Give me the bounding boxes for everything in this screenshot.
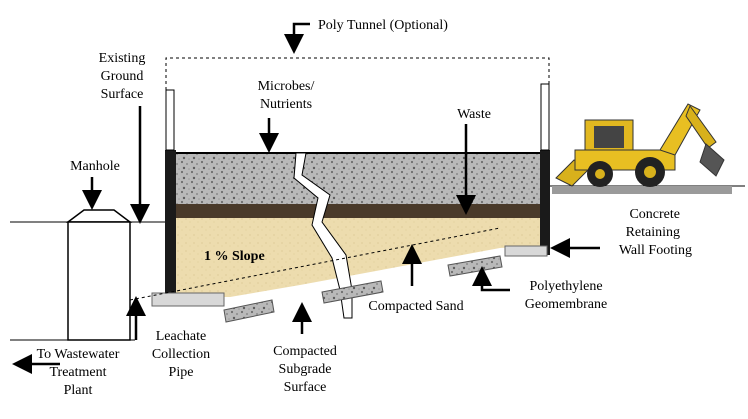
label-existing-ground-1: Existing: [99, 51, 146, 66]
label-poly-tunnel: Poly Tunnel (Optional): [318, 18, 448, 33]
right-retaining-wall: [540, 150, 550, 255]
label-concrete-wall-3: Wall Footing: [619, 243, 692, 258]
label-subgrade-3: Surface: [284, 380, 327, 395]
annotation-arrows: [12, 22, 600, 374]
label-wastewater-1: To Wastewater: [37, 347, 120, 362]
label-leachate-2: Collection: [152, 347, 210, 362]
label-microbes-1: Microbes/: [258, 79, 315, 94]
label-waste: Waste: [457, 107, 491, 122]
right-concrete-footing: [504, 245, 548, 257]
label-leachate-3: Pipe: [169, 365, 194, 380]
label-subgrade-1: Compacted: [273, 344, 337, 359]
label-microbes-2: Nutrients: [260, 97, 312, 112]
left-retaining-wall: [165, 150, 176, 300]
right-wall-post: [540, 83, 550, 151]
geomembrane-piece: [321, 280, 384, 304]
geomembrane-piece: [223, 299, 275, 323]
crack-path: [293, 152, 353, 319]
label-existing-ground-2: Ground: [101, 69, 144, 84]
left-concrete-footing: [151, 292, 225, 307]
label-compacted-sand: Compacted Sand: [368, 299, 463, 314]
geomembrane-piece: [447, 255, 503, 277]
manhole-icon: [65, 209, 133, 341]
label-concrete-wall-1: Concrete: [629, 207, 680, 222]
label-wastewater-3: Plant: [64, 383, 93, 398]
label-slope: 1 % Slope: [204, 249, 265, 264]
label-subgrade-2: Subgrade: [279, 362, 332, 377]
waste-layer: [176, 153, 540, 204]
dark-band-layer: [176, 204, 540, 218]
poly-tunnel-outline: [165, 57, 550, 120]
left-wall-post: [165, 89, 175, 151]
label-leachate-1: Leachate: [156, 329, 207, 344]
label-polyethylene-1: Polyethylene: [529, 279, 602, 294]
backhoe-loader-icon: [552, 103, 732, 194]
label-concrete-wall-2: Retaining: [626, 225, 680, 240]
subgrade-slope-line: [129, 227, 501, 301]
label-wastewater-2: Treatment: [49, 365, 106, 380]
label-polyethylene-2: Geomembrane: [525, 297, 607, 312]
label-existing-ground-3: Surface: [101, 87, 144, 102]
label-manhole: Manhole: [70, 159, 120, 174]
